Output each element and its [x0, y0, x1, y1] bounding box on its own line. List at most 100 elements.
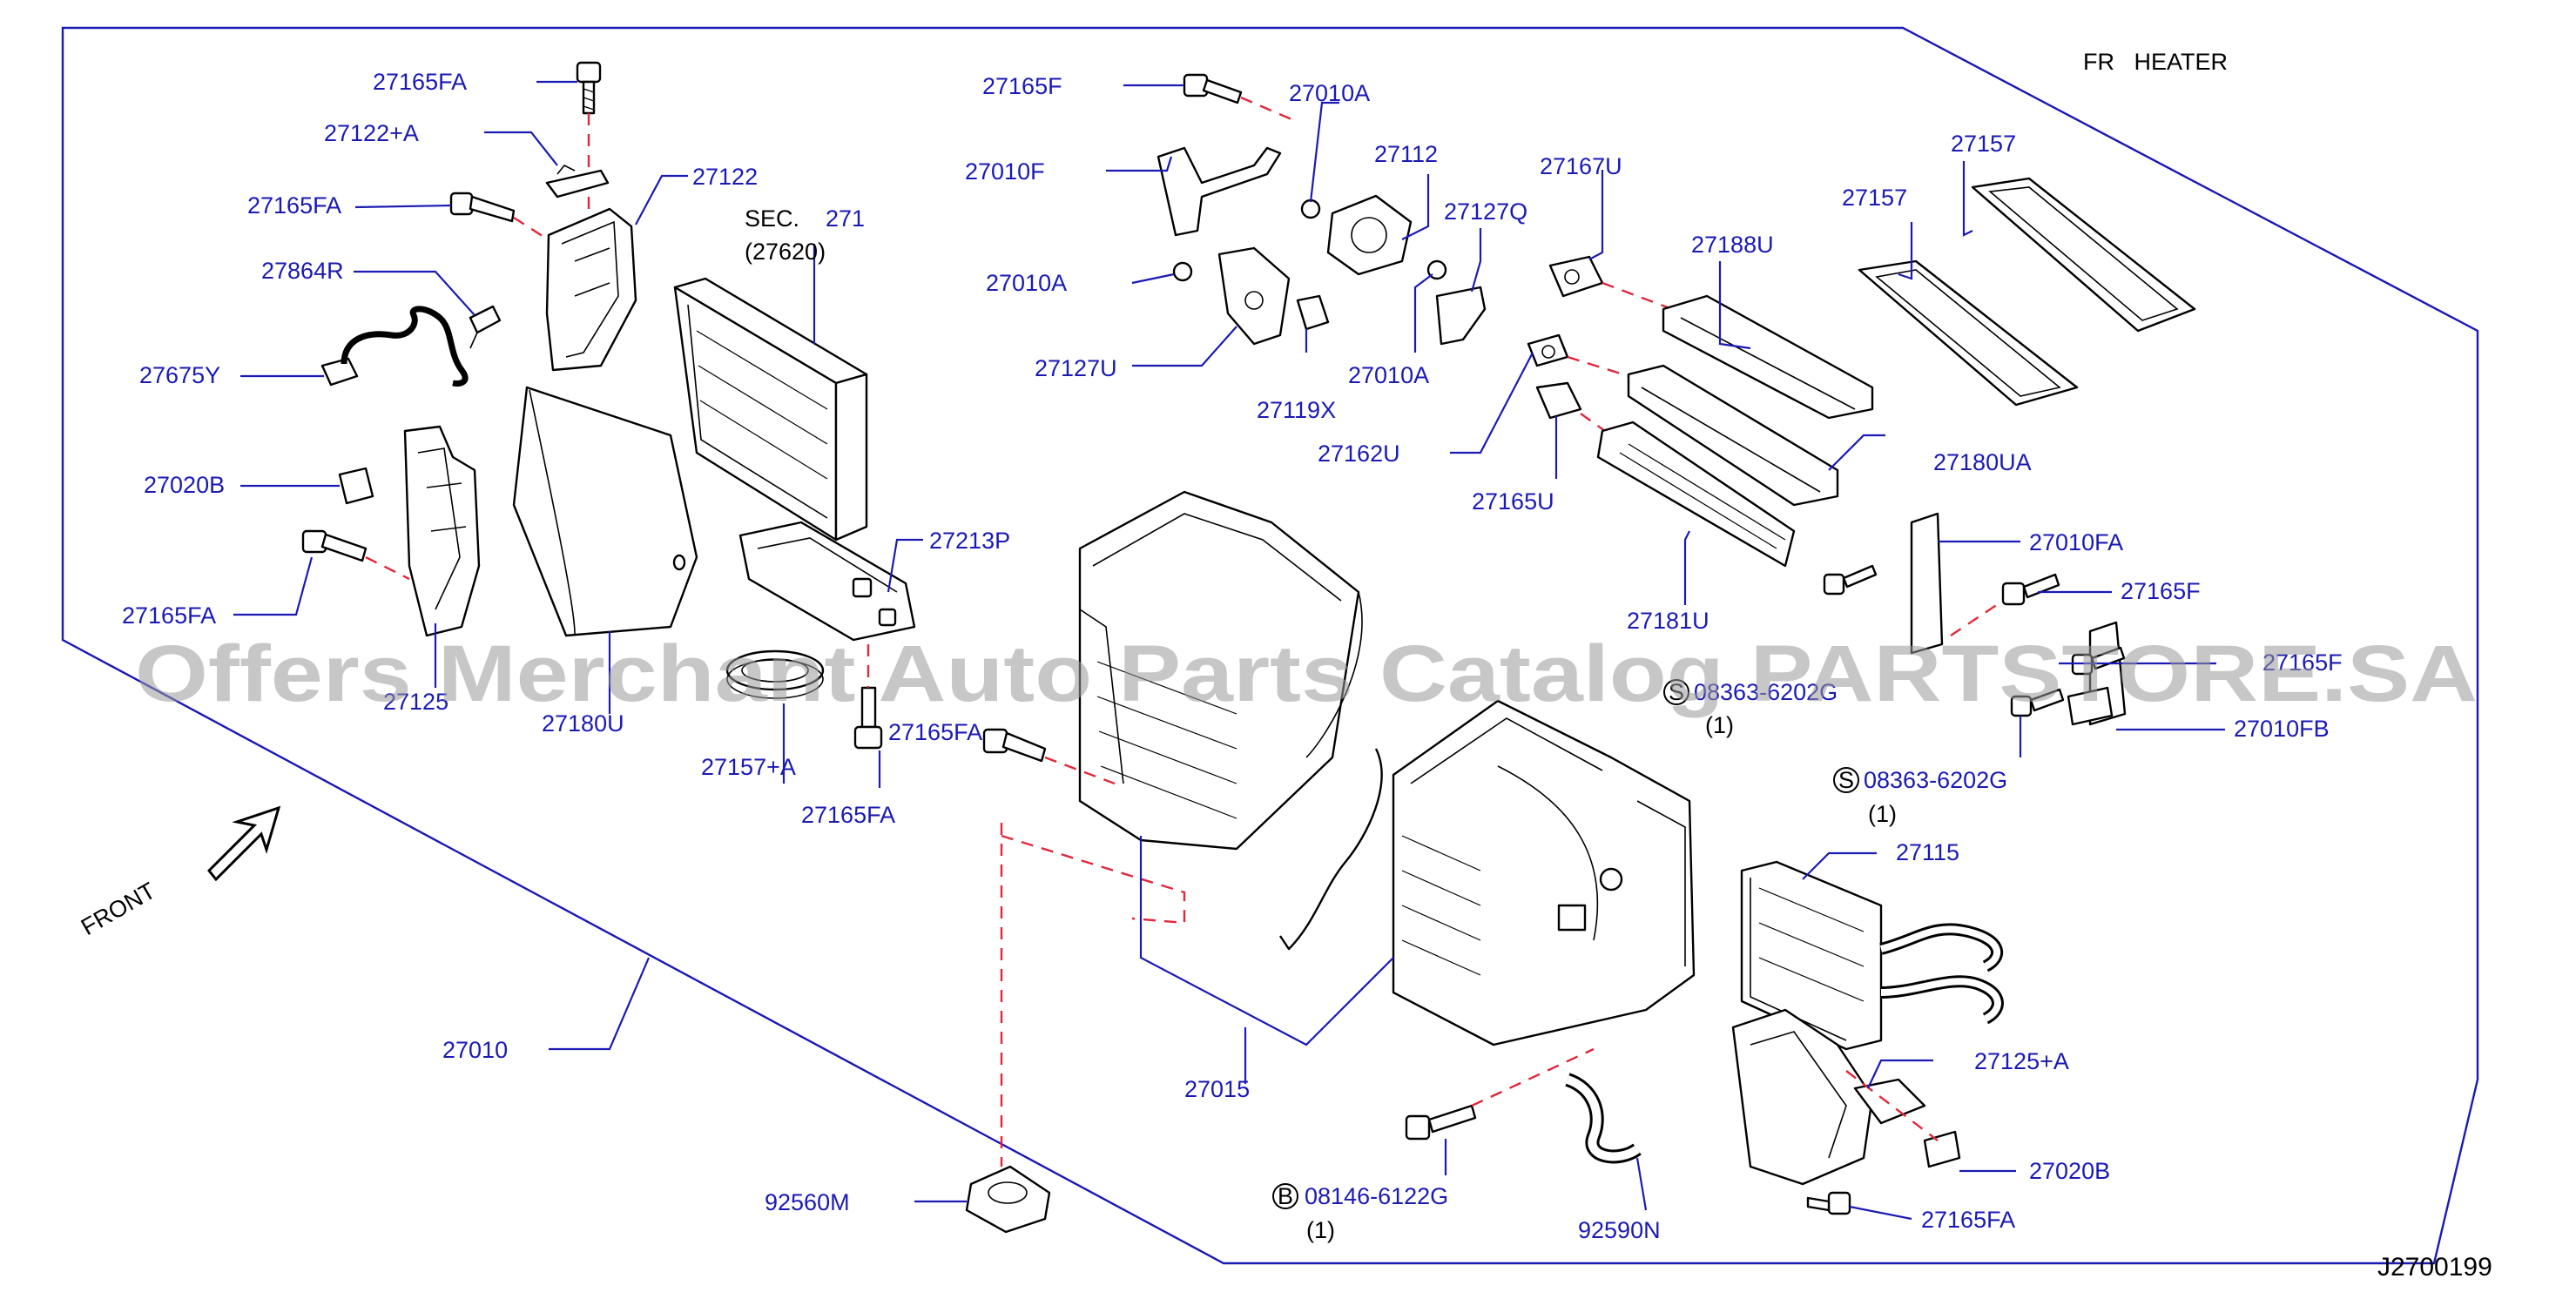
label-27165FA-f[interactable]: 27165FA — [1921, 1207, 2015, 1233]
bolt-27165FA-housing[interactable] — [982, 728, 1047, 763]
screw-27165F-right-a[interactable] — [1823, 564, 1878, 596]
bolt-27165FA-right-low[interactable] — [1806, 1191, 1851, 1215]
case-27125[interactable] — [403, 425, 481, 637]
label-27167U[interactable]: 27167U — [1540, 153, 1622, 179]
bolt-27165FA-top[interactable] — [576, 61, 602, 115]
lever-27167U[interactable] — [1548, 255, 1604, 298]
label-27181U[interactable]: 27181U — [1627, 608, 1709, 634]
label-27127U[interactable]: 27127U — [1035, 355, 1117, 381]
screw-27165F-right-b[interactable] — [2001, 573, 2060, 606]
screw-08363-6202G-a[interactable] — [2010, 688, 2065, 717]
label-27010FA[interactable]: 27010FA — [2029, 529, 2123, 555]
heater-core-27620[interactable] — [673, 277, 868, 542]
label-27119X[interactable]: 27119X — [1257, 397, 1336, 423]
label-sec-num[interactable]: 271 — [826, 205, 865, 232]
screw-27010A-upper[interactable] — [1300, 199, 1321, 219]
bracket-27010F[interactable] — [1157, 146, 1282, 237]
heater-core-27115[interactable] — [1740, 860, 2004, 1051]
label-27125[interactable]: 27125 — [383, 689, 448, 715]
filter-27157-lower[interactable] — [1858, 259, 2079, 407]
leader-lines — [233, 80, 2225, 1221]
label-27115[interactable]: 27115 — [1896, 839, 1959, 865]
evaporator-27180U[interactable] — [512, 386, 698, 637]
actuator-27165U[interactable] — [1535, 381, 1582, 420]
case-27125A[interactable] — [1731, 1008, 1926, 1186]
clip-27020B-left[interactable] — [338, 467, 374, 505]
bolt-27165F-top[interactable] — [1183, 73, 1243, 104]
label-27020B-a[interactable]: 27020B — [144, 472, 225, 498]
label-27165F-c[interactable]: 27165F — [2262, 649, 2343, 676]
label-27165FA-c[interactable]: 27165FA — [122, 602, 216, 629]
label-27165FA-e[interactable]: 27165FA — [888, 719, 982, 745]
bolt-27165FA-left-low[interactable] — [301, 529, 368, 562]
link-27127Q[interactable] — [1435, 286, 1487, 346]
assembly-boundary — [61, 26, 2479, 1265]
hose-92590N[interactable] — [1564, 1073, 1642, 1164]
seal-27157A[interactable] — [725, 649, 825, 699]
label-08146-qty: (1) — [1306, 1217, 1335, 1243]
bolt-27165FA-center[interactable] — [853, 686, 883, 750]
label-27675Y[interactable]: 27675Y — [139, 362, 220, 388]
clip-27119X[interactable] — [1296, 294, 1330, 331]
front-label: FRONT — [77, 878, 160, 940]
label-92560M[interactable]: 92560M — [765, 1189, 850, 1215]
door-27181U[interactable] — [1596, 421, 1796, 568]
label-27010A-b[interactable]: 27010A — [986, 270, 1067, 296]
label-27127Q[interactable]: 27127Q — [1444, 199, 1527, 225]
label-27157-a[interactable]: 27157 — [1951, 131, 2016, 157]
label-27157-b[interactable]: 27157 — [1842, 185, 1907, 211]
label-27180UA[interactable]: 27180UA — [1933, 449, 2032, 475]
actuator-27112[interactable] — [1326, 194, 1413, 276]
lever-27127U[interactable] — [1217, 246, 1291, 346]
label-27162U[interactable]: 27162U — [1318, 441, 1400, 467]
label-27122A[interactable]: 27122+A — [324, 120, 419, 146]
clip-27020B-right[interactable] — [1923, 1130, 1961, 1168]
clip-27122A[interactable] — [545, 164, 610, 199]
harness-27675Y[interactable] — [320, 306, 469, 387]
bracket-27010FA[interactable] — [1910, 512, 1944, 655]
label-27180U-a[interactable]: 27180U — [542, 710, 624, 737]
heater-case-main[interactable] — [1392, 699, 1696, 1046]
label-27864R[interactable]: 27864R — [261, 258, 344, 284]
door-27188U[interactable] — [1662, 294, 1874, 420]
callout-s-08363-b[interactable]: S 08363-6202G (1) — [1833, 767, 2007, 827]
label-27010A-a[interactable]: 27010A — [1289, 80, 1370, 106]
valve-27213P[interactable] — [738, 521, 916, 642]
label-27015[interactable]: 27015 — [1184, 1076, 1250, 1102]
filter-27157-upper[interactable] — [1971, 177, 2196, 333]
label-27213P[interactable]: 27213P — [929, 528, 1010, 554]
bolt-08146-6122G[interactable] — [1405, 1104, 1477, 1141]
label-27165U[interactable]: 27165U — [1472, 488, 1554, 515]
label-08363-qty-a: (1) — [1705, 712, 1734, 738]
housing-27015[interactable] — [1078, 490, 1363, 851]
label-27010A-c[interactable]: 27010A — [1348, 362, 1429, 388]
callout-s-08363-a[interactable]: S 08363-6202G (1) — [1663, 679, 1838, 738]
label-27010F[interactable]: 27010F — [965, 158, 1045, 185]
label-27020B-b[interactable]: 27020B — [2029, 1158, 2110, 1184]
lever-27162U[interactable] — [1527, 333, 1569, 367]
bolt-27165FA-left[interactable] — [449, 192, 516, 223]
label-27010[interactable]: 27010 — [442, 1037, 508, 1063]
screw-27010A-left[interactable] — [1172, 261, 1193, 282]
grommet-92560M[interactable] — [965, 1165, 1051, 1234]
callout-s-letter-a: S — [1669, 679, 1684, 705]
label-27165F-b[interactable]: 27165F — [2121, 578, 2201, 604]
callout-b-08146[interactable]: B 08146-6122G (1) — [1272, 1183, 1448, 1243]
label-27188U[interactable]: 27188U — [1691, 232, 1774, 258]
bracket-27122[interactable] — [545, 207, 637, 372]
label-08363-qty-b: (1) — [1868, 801, 1897, 827]
sensor-27864R[interactable] — [469, 305, 502, 349]
label-27122[interactable]: 27122 — [692, 164, 758, 190]
label-08363-6202G-a: 08363-6202G — [1694, 679, 1838, 705]
label-27125A[interactable]: 27125+A — [1974, 1048, 2069, 1074]
label-27157A[interactable]: 27157+A — [701, 754, 796, 780]
label-27165F-a[interactable]: 27165F — [982, 73, 1062, 99]
label-27165FA-a[interactable]: 27165FA — [373, 69, 467, 95]
bracket-27010FB[interactable] — [2067, 621, 2127, 726]
label-27165FA-b[interactable]: 27165FA — [247, 192, 341, 219]
label-27112[interactable]: 27112 — [1374, 141, 1438, 167]
label-92590N[interactable]: 92590N — [1578, 1217, 1661, 1243]
door-27180UA[interactable] — [1627, 364, 1839, 507]
label-27165FA-d[interactable]: 27165FA — [801, 802, 895, 828]
label-27010FB[interactable]: 27010FB — [2234, 716, 2330, 742]
